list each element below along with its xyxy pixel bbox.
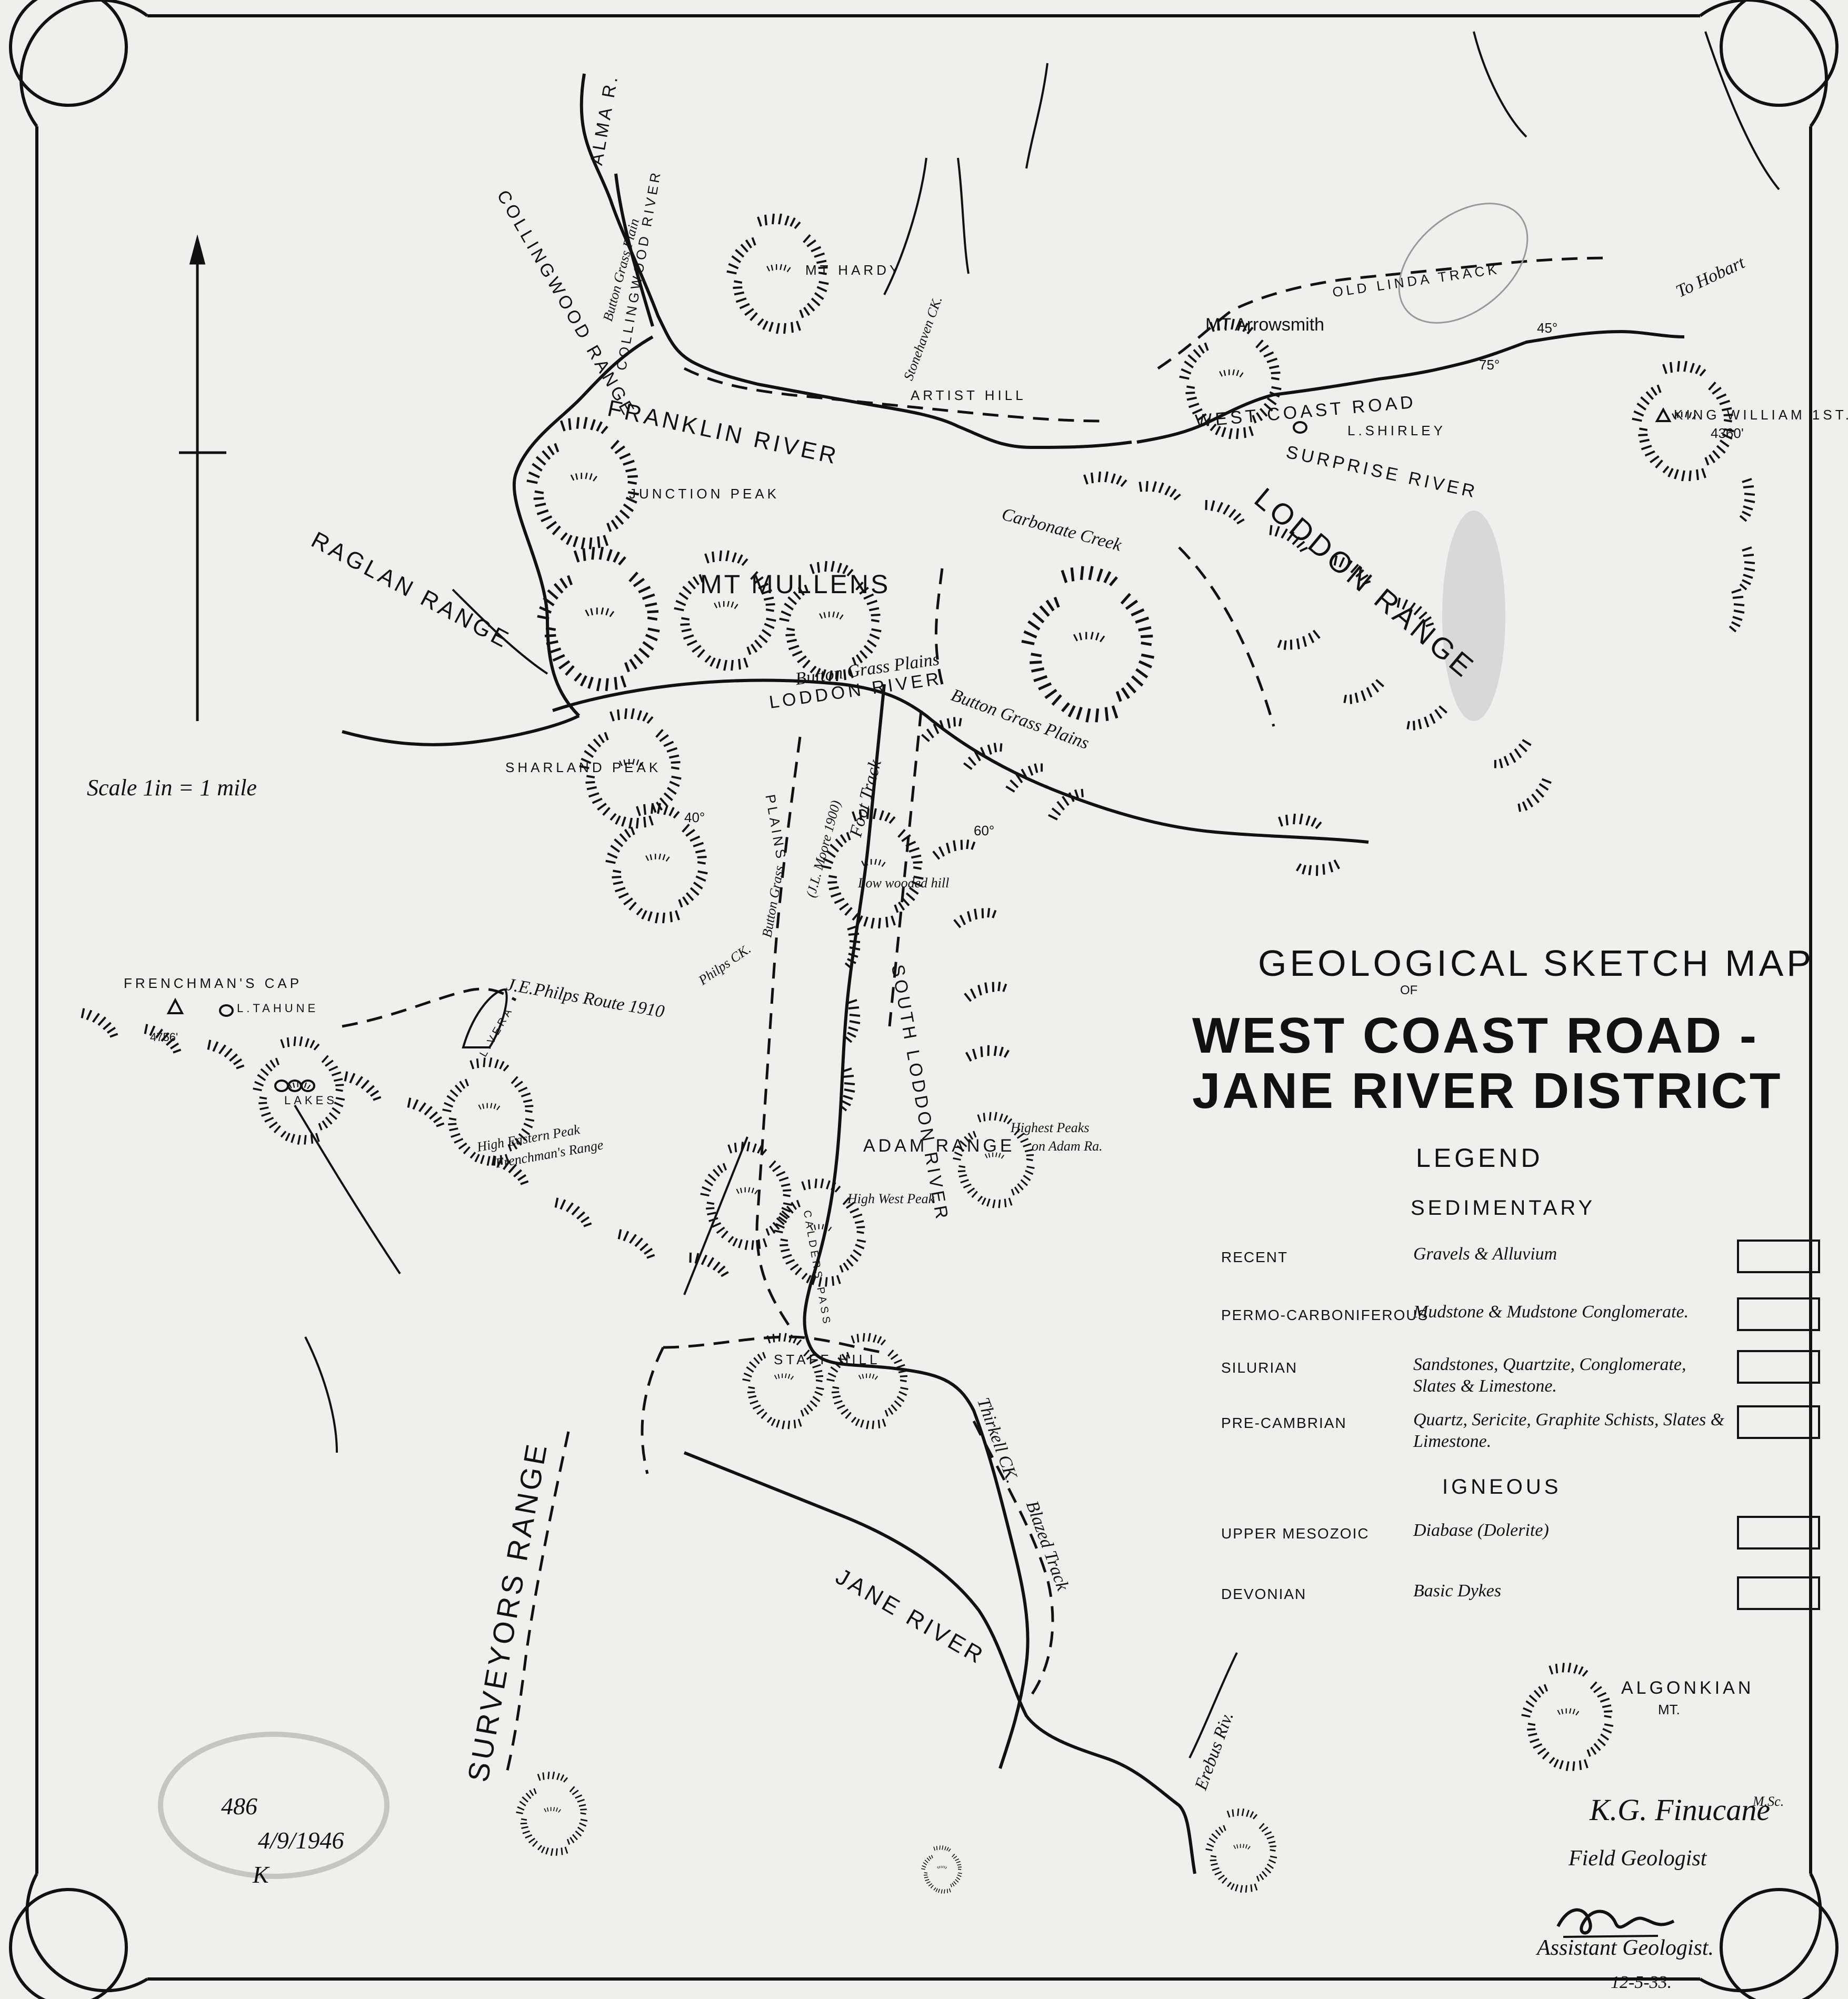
label-highest-peaks: Highest Peaks bbox=[1011, 1120, 1090, 1135]
legend-description: Gravels & Alluvium bbox=[1413, 1244, 1557, 1264]
label-on-adam-ra: on Adam Ra. bbox=[1032, 1138, 1103, 1154]
archive-stamp bbox=[158, 1732, 389, 1879]
map-title-line1: GEOLOGICAL SKETCH MAP bbox=[1258, 943, 1814, 984]
map-title-line3: JANE RIVER DISTRICT bbox=[1192, 1063, 1783, 1119]
assistant-geologist-title: Assistant Geologist. bbox=[1537, 1936, 1714, 1960]
stamp-date: 4/9/1946 bbox=[258, 1827, 344, 1854]
legend-sedimentary: SEDIMENTARY bbox=[1411, 1196, 1596, 1220]
legend-swatch bbox=[1737, 1516, 1820, 1550]
label-low-wooded-hill: Low wooded hill bbox=[858, 875, 950, 891]
legend-age: PERMO-CARBONIFEROUS bbox=[1221, 1307, 1429, 1323]
legend-age: PRE-CAMBRIAN bbox=[1221, 1415, 1347, 1431]
legend-description: Basic Dykes bbox=[1413, 1581, 1502, 1601]
legend-algonkian: ALGONKIAN bbox=[1621, 1678, 1754, 1698]
map-title-of: OF bbox=[1400, 983, 1418, 997]
label-junction-peak: JUNCTION PEAK bbox=[629, 486, 780, 502]
label-artist-hill: ARTIST HILL bbox=[911, 387, 1026, 403]
map-frame bbox=[9, 0, 1839, 1999]
summit-triangle-icon bbox=[166, 407, 1672, 1014]
label-lakes: LAKES bbox=[284, 1094, 337, 1107]
legend-age: UPPER MESOZOIC bbox=[1221, 1525, 1370, 1542]
tracks bbox=[342, 256, 1611, 1780]
legend-row: PERMO-CARBONIFEROUS Mudstone & Mudstone … bbox=[1221, 1297, 1826, 1340]
legend-algonkian-sub: MT. bbox=[1658, 1702, 1680, 1717]
label-staff-hill: STAFF HILL bbox=[774, 1352, 881, 1367]
label-mt-hardy: MT HARDY bbox=[805, 262, 902, 278]
label-dip: 45° bbox=[1537, 320, 1558, 336]
label-l-shirley: L.SHIRLEY bbox=[1347, 423, 1446, 438]
label-frenchmans-height: 4756' bbox=[150, 1031, 178, 1044]
legend-row: PRE-CAMBRIAN Quartz, Sericite, Graphite … bbox=[1221, 1405, 1826, 1451]
assistant-signature-icon bbox=[1556, 1908, 1675, 1938]
legend-age: SILURIAN bbox=[1221, 1360, 1298, 1376]
rivers bbox=[342, 73, 1685, 1874]
legend-description: Quartz, Sericite, Graphite Schists, Slat… bbox=[1413, 1410, 1725, 1451]
pencil-outline bbox=[1398, 203, 1529, 324]
legend-row: SILURIAN Sandstones, Quartzite, Conglome… bbox=[1221, 1350, 1826, 1396]
label-dip: 60° bbox=[974, 823, 995, 838]
legend-swatch bbox=[1737, 1405, 1820, 1439]
field-geologist-signature: K.G. Finucane bbox=[1590, 1793, 1771, 1827]
legend-age: RECENT bbox=[1221, 1249, 1288, 1265]
legend-row: DEVONIAN Basic Dykes bbox=[1221, 1576, 1826, 1618]
map-title-line2: WEST COAST ROAD - bbox=[1192, 1007, 1759, 1064]
label-high-west-peak: High West Peak bbox=[847, 1191, 935, 1206]
legend-swatch bbox=[1737, 1240, 1820, 1273]
legend-swatch bbox=[1737, 1576, 1820, 1610]
field-geologist-title: Field Geologist bbox=[1569, 1846, 1707, 1871]
stamp-number: 486 bbox=[221, 1793, 257, 1820]
field-geologist-degree: M.Sc. bbox=[1753, 1794, 1784, 1809]
legend-description: Sandstones, Quartzite, Conglomerate, Sla… bbox=[1413, 1355, 1686, 1396]
label-sharland-peak: SHARLAND PEAK bbox=[505, 759, 662, 775]
legend-igneous: IGNEOUS bbox=[1442, 1475, 1562, 1498]
legend-swatch bbox=[1737, 1350, 1820, 1384]
legend-swatch bbox=[1737, 1297, 1820, 1331]
north-arrow-icon bbox=[179, 234, 226, 721]
legend-description: Diabase (Dolerite) bbox=[1413, 1521, 1549, 1540]
legend-age: DEVONIAN bbox=[1221, 1586, 1307, 1602]
label-king-william: KING WILLIAM 1ST. bbox=[1674, 407, 1848, 423]
label-frenchmans-cap: FRENCHMAN'S CAP bbox=[124, 975, 303, 991]
signature-date: 12-5-33. bbox=[1611, 1973, 1672, 1992]
label-king-william-height: 4360' bbox=[1711, 425, 1744, 441]
label-l-tahune: L.TAHUNE bbox=[237, 1002, 319, 1015]
label-mt-arrowsmith: MT Arrowsmith bbox=[1205, 315, 1325, 335]
streams bbox=[294, 31, 1780, 1758]
label-mt-mullens: MT MULLENS bbox=[700, 569, 891, 599]
label-dip: 75° bbox=[1479, 357, 1500, 373]
legend-description: Mudstone & Mudstone Conglomerate. bbox=[1413, 1302, 1689, 1322]
legend-row: RECENT Gravels & Alluvium bbox=[1221, 1240, 1826, 1282]
legend-row: UPPER MESOZOIC Diabase (Dolerite) bbox=[1221, 1516, 1826, 1558]
map-scale: Scale 1in = 1 mile bbox=[87, 775, 257, 801]
label-adam-range: ADAM RANGE bbox=[863, 1136, 1015, 1156]
stamp-initial: K bbox=[253, 1861, 269, 1888]
legend-heading: LEGEND bbox=[1416, 1143, 1543, 1173]
lakes bbox=[219, 421, 1307, 1092]
shaded-patch bbox=[1442, 511, 1505, 721]
label-dip: 40° bbox=[684, 809, 705, 825]
